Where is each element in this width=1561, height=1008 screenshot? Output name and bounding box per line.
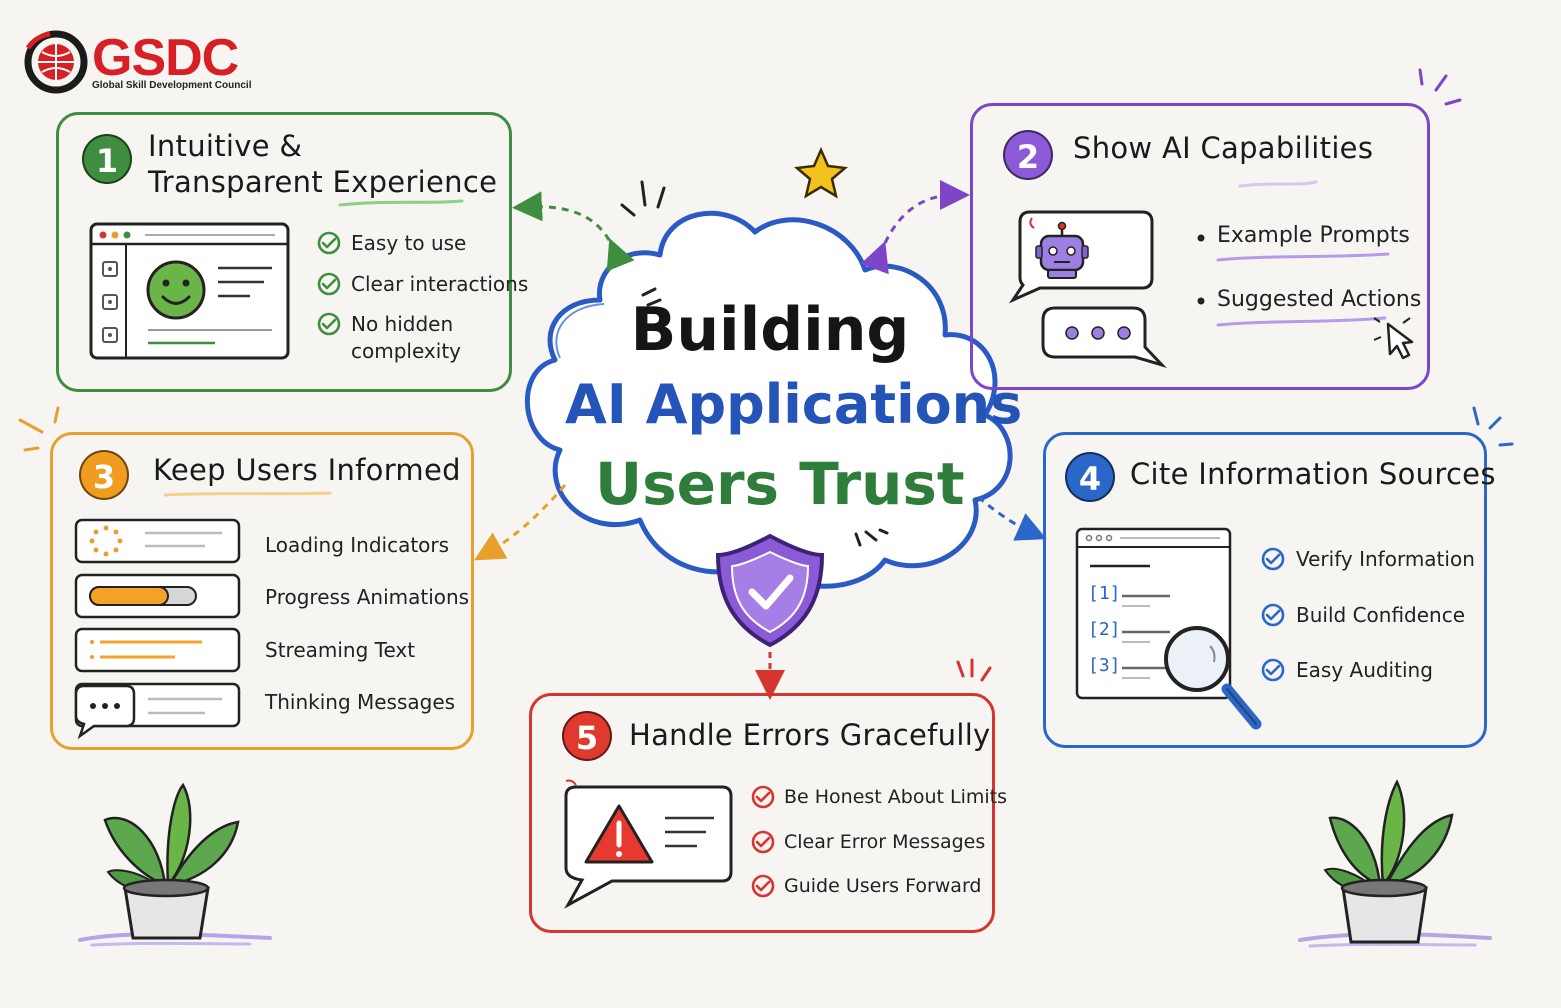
panel-4-item: Verify Information (1296, 547, 1475, 571)
panel-4-title: Cite Information Sources (1130, 457, 1496, 491)
panel-1-item: Easy to use (351, 231, 467, 255)
panel-2-item: Suggested Actions (1217, 287, 1422, 312)
arrow-to-panel-4 (977, 495, 1047, 541)
arrow-to-panel-1 (512, 191, 635, 272)
panel-5-number: 5 (562, 711, 612, 761)
typing-bubble-icon (1041, 306, 1167, 369)
plant-icon (1298, 779, 1492, 948)
panel-3-item: Thinking Messages (265, 690, 456, 714)
citation-1: [1] (1088, 583, 1121, 604)
panel-5-item: Guide Users Forward (784, 875, 982, 897)
center-title-ai-applications: AI Applications (565, 373, 1023, 436)
progress-bar-icon (74, 573, 241, 619)
panel-1-title-line2: Transparent Experience (148, 165, 498, 199)
panel-3-number: 3 (79, 450, 129, 500)
shield-check-icon (715, 533, 825, 648)
panel-4-number: 4 (1065, 452, 1115, 502)
plant-icon (78, 782, 272, 947)
arrow-to-panel-2 (860, 180, 970, 275)
panel-cite-sources (1043, 432, 1487, 748)
center-title-building: Building (630, 295, 910, 365)
check-circle-icon (317, 231, 341, 336)
panel-5-title: Handle Errors Gracefully (629, 718, 991, 752)
star-icon (793, 146, 849, 199)
window-mockup-icon (89, 222, 290, 360)
gsdc-logo: GSDC Global Skill Development Council (22, 28, 252, 98)
panel-3-item: Streaming Text (265, 638, 416, 662)
citation-2: [2] (1088, 619, 1121, 640)
panel-1-item: Clear interactions (351, 272, 529, 296)
magnifier-icon (1164, 626, 1262, 730)
panel-1-item: complexity (351, 339, 461, 363)
thinking-bubble-icon (74, 682, 241, 740)
cursor-icon (1373, 317, 1414, 360)
panel-4-item: Build Confidence (1296, 603, 1466, 627)
globe-logo-icon (24, 30, 88, 94)
arrow-to-panel-3 (473, 484, 567, 561)
panel-1-number: 1 (82, 134, 132, 184)
panel-intuitive-experience (56, 112, 512, 392)
panel-3-item: Loading Indicators (265, 533, 450, 557)
center-title-users-trust: Users Trust (595, 450, 965, 518)
panel-5-item: Be Honest About Limits (784, 786, 1008, 808)
panel-ai-capabilities (970, 103, 1430, 390)
panel-3-title: Keep Users Informed (153, 453, 461, 487)
logo-subtitle: Global Skill Development Council (92, 80, 252, 91)
warning-icon (584, 804, 654, 864)
panel-1-item: No hidden (351, 312, 454, 336)
warning-message-icon (564, 779, 733, 909)
panel-4-item: Easy Auditing (1296, 658, 1433, 682)
loading-row (74, 518, 241, 564)
panel-3-item: Progress Animations (265, 585, 470, 609)
spinner-icon (89, 525, 123, 557)
robot-icon (1035, 221, 1089, 279)
panel-2-item: Example Prompts (1217, 223, 1410, 248)
panel-1-title-line1: Intuitive & (148, 129, 303, 163)
check-circle-icon (1261, 547, 1285, 682)
citation-3: [3] (1088, 655, 1121, 676)
panel-2-number: 2 (1003, 130, 1053, 180)
logo-name: GSDC (92, 29, 239, 87)
panel-keep-users-informed (50, 432, 474, 750)
panel-5-item: Clear Error Messages (784, 831, 986, 853)
panel-2-title: Show AI Capabilities (1073, 131, 1374, 165)
check-circle-icon (751, 785, 775, 898)
streaming-text-icon (74, 627, 241, 673)
smiley-face-icon (146, 260, 206, 320)
panel-handle-errors (529, 693, 995, 933)
cloud-shape (524, 210, 1013, 589)
